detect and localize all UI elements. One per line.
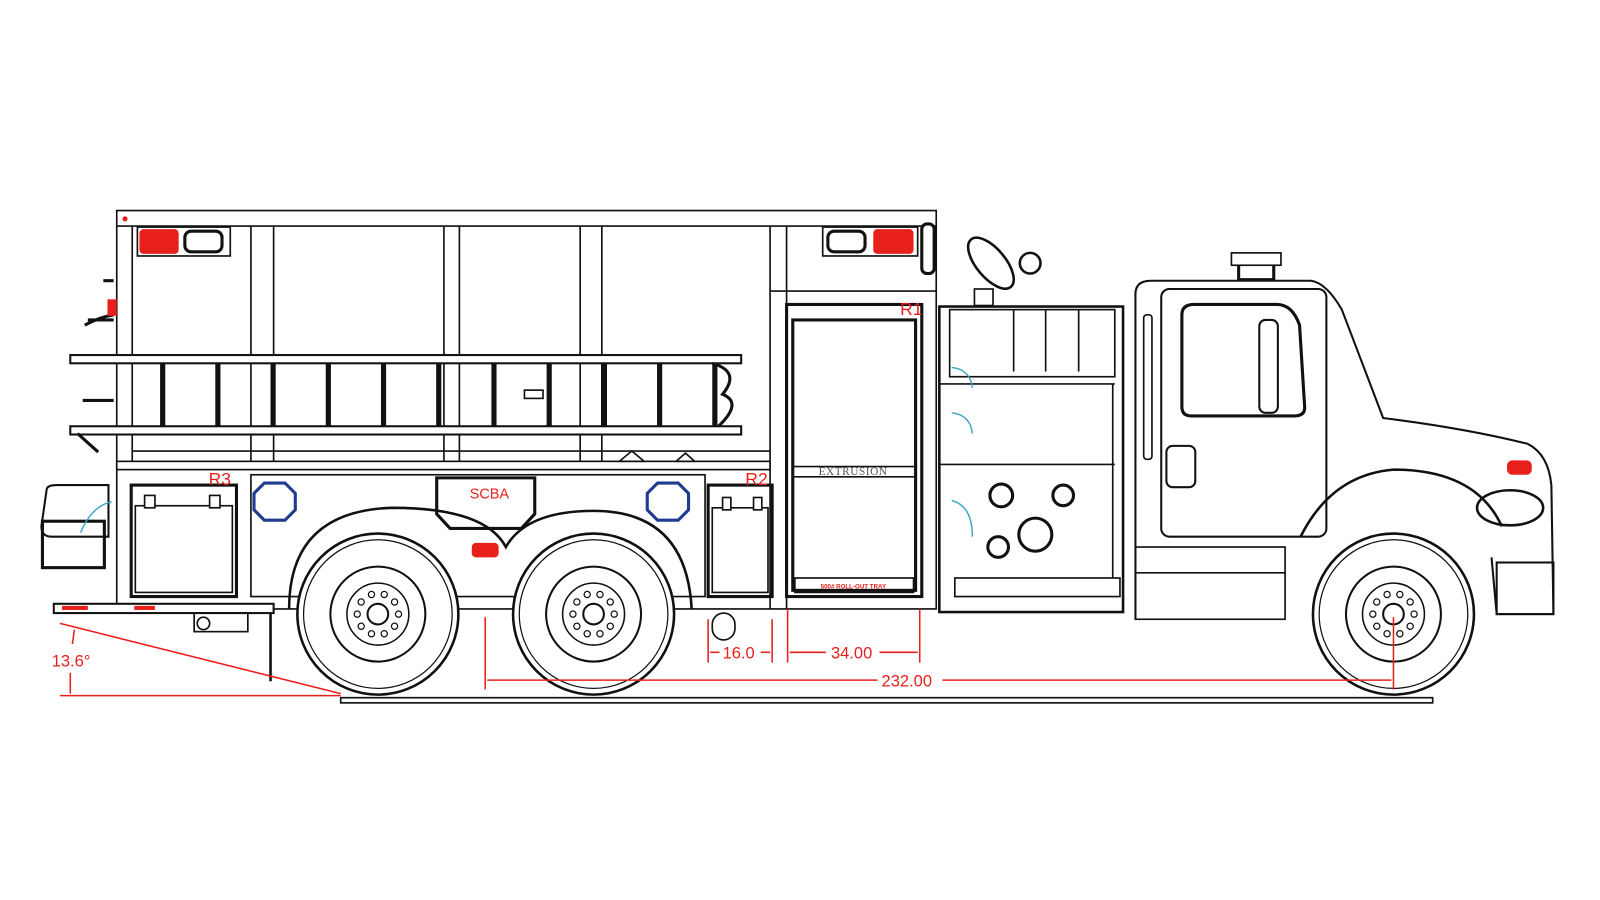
pump-panel	[938, 305, 1125, 614]
ladder-rung	[657, 363, 663, 427]
rear-marker-lights	[122, 216, 232, 257]
ladder-rung	[436, 363, 442, 427]
rear-wheel-2	[511, 532, 676, 696]
ladder	[69, 354, 743, 436]
r3-label: R3	[209, 469, 231, 489]
rear-step	[52, 602, 736, 682]
scba-door-octagon-left[interactable]	[252, 481, 297, 522]
ladder-rung	[325, 363, 331, 427]
ladder-rung	[712, 363, 718, 427]
cab	[1134, 252, 1555, 621]
light-bar	[1230, 252, 1282, 267]
compartment-scba: SCBA	[435, 476, 537, 558]
rear-wheel-1	[296, 532, 460, 696]
rub-rail	[115, 460, 771, 471]
r1-width-dimension: 34.00	[831, 644, 872, 662]
cab-window	[1180, 302, 1307, 418]
tray-label: 500# ROLL-OUT TRAY	[821, 583, 887, 590]
dimension-annotations: 13.6° 16.0 34.00 232.00	[52, 608, 1395, 697]
wheelbase-dimension: 232.00	[882, 672, 932, 690]
r1-label: R1	[900, 299, 922, 319]
ladder-rung	[270, 363, 276, 427]
deck-gun-monitor	[966, 236, 1042, 307]
front-wheel	[1311, 532, 1476, 696]
compartment-r1: EXTRUSION 500# ROLL-OUT TRAY R1	[785, 299, 924, 599]
apparatus-body	[115, 209, 938, 610]
scba-label: SCBA	[470, 487, 510, 503]
ladder-rung	[160, 363, 166, 427]
extrusion-label: EXTRUSION	[819, 466, 888, 478]
compartment-r2: R2	[706, 469, 774, 599]
r2-label: R2	[745, 469, 767, 489]
ground-line	[339, 696, 1434, 704]
rear-equipment	[40, 279, 117, 570]
scba-door-octagon-right[interactable]	[645, 481, 691, 522]
compartment-r3: R3	[129, 469, 239, 599]
front-body-marker-lights	[821, 222, 936, 276]
ladder-rung	[491, 363, 497, 427]
ladder-rung	[546, 363, 552, 427]
departure-angle-dimension: 13.6°	[52, 653, 91, 671]
ladder-rung	[380, 363, 387, 427]
r2-width-dimension: 16.0	[723, 644, 755, 662]
ladder-rung	[601, 363, 607, 427]
ladder-rung	[215, 363, 221, 427]
cab-door	[1160, 287, 1328, 538]
rear-fender	[287, 506, 693, 610]
